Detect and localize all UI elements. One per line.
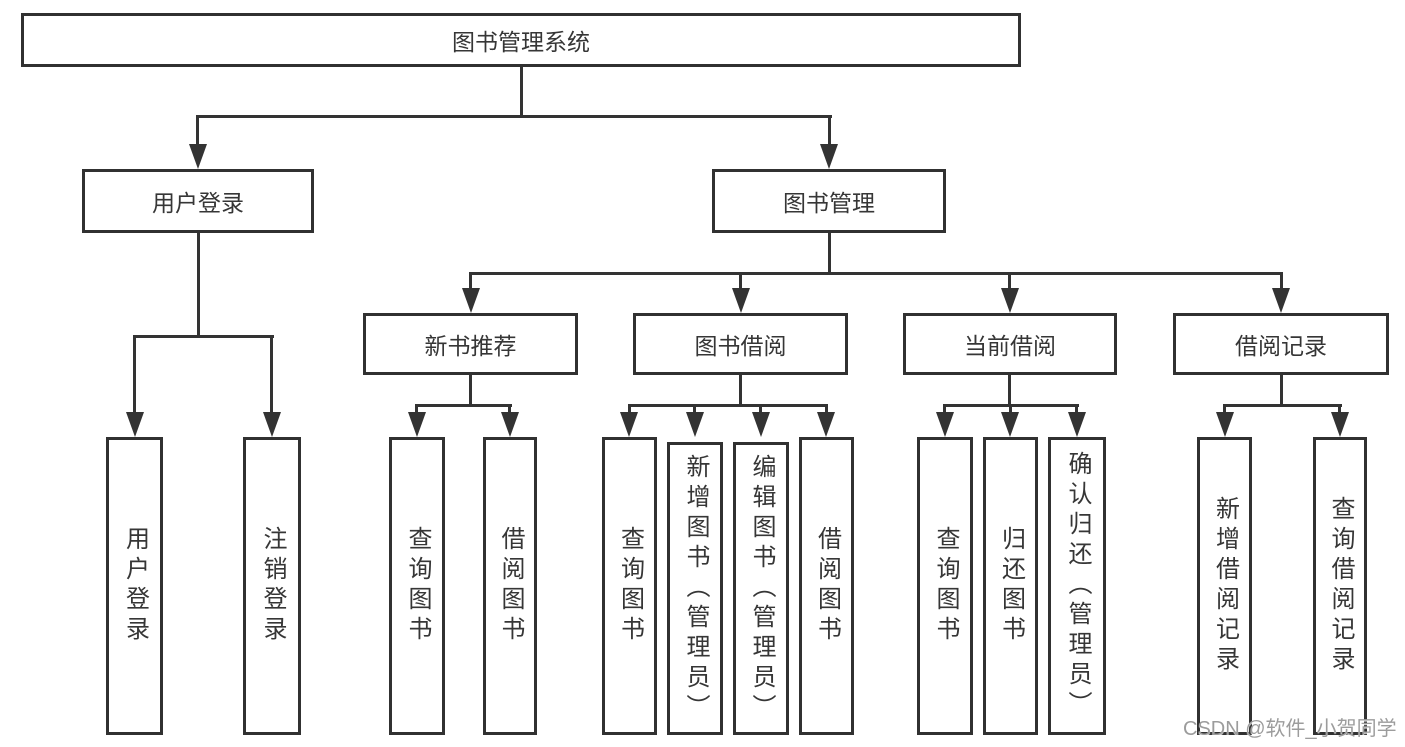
arrowhead-leaf-logout bbox=[263, 412, 281, 437]
edge-root-hline bbox=[196, 115, 832, 118]
edge-leaf-logout-drop bbox=[270, 335, 273, 414]
edge-borrow-record-hline bbox=[1223, 404, 1342, 407]
arrowhead-user-login bbox=[189, 144, 207, 169]
node-user-login: 用户登录 bbox=[82, 169, 314, 233]
edge-cb-confirm-drop bbox=[1075, 404, 1078, 414]
arrowhead-bb-query bbox=[620, 412, 638, 437]
edge-current-borrow-drop bbox=[1008, 272, 1011, 290]
csdn-watermark: CSDN @软件_小贺同学 bbox=[1183, 718, 1397, 740]
leaf-label: 查询图书 bbox=[616, 526, 644, 646]
arrowhead-leaf-login bbox=[126, 412, 144, 437]
leaf-bb-edit-books-admin: 编辑图书（管理员） bbox=[733, 442, 789, 735]
leaf-nb-borrow-books: 借阅图书 bbox=[483, 437, 537, 735]
edge-user-login-drop bbox=[196, 115, 199, 147]
edge-book-borrow-stem bbox=[739, 375, 742, 406]
edge-borrow-record-drop bbox=[1280, 272, 1283, 290]
edge-leaf-login-drop bbox=[133, 335, 136, 414]
arrowhead-cb-return bbox=[1001, 412, 1019, 437]
arrowhead-br-query bbox=[1331, 412, 1349, 437]
leaf-cb-confirm-return-admin: 确认归还（管理员） bbox=[1048, 437, 1106, 735]
leaf-br-add-record: 新增借阅记录 bbox=[1197, 437, 1252, 735]
arrowhead-bb-borrow bbox=[817, 412, 835, 437]
node-borrow-record: 借阅记录 bbox=[1173, 313, 1389, 375]
arrowhead-cb-confirm bbox=[1068, 412, 1086, 437]
edge-book-mgmt-drop bbox=[828, 115, 831, 147]
arrowhead-book-borrow bbox=[732, 288, 750, 313]
node-book-borrow: 图书借阅 bbox=[633, 313, 848, 375]
leaf-br-query-record: 查询借阅记录 bbox=[1313, 437, 1367, 735]
leaf-label: 确认归还（管理员） bbox=[1064, 451, 1091, 721]
leaf-label: 注销登录 bbox=[259, 526, 286, 646]
leaf-label: 查询借阅记录 bbox=[1327, 496, 1354, 676]
edge-book-borrow-drop bbox=[739, 272, 742, 290]
edge-bb-edit-drop bbox=[759, 404, 762, 414]
arrowhead-nb-query bbox=[408, 412, 426, 437]
leaf-label: 归还图书 bbox=[997, 526, 1025, 646]
leaf-bb-add-books-admin: 新增图书（管理员） bbox=[667, 442, 723, 735]
arrowhead-current-borrow bbox=[1001, 288, 1019, 313]
arrowhead-br-add bbox=[1216, 412, 1234, 437]
leaf-nb-query-books: 查询图书 bbox=[389, 437, 445, 735]
node-book-management: 图书管理 bbox=[712, 169, 946, 233]
arrowhead-nb-borrow bbox=[501, 412, 519, 437]
arrowhead-bb-add bbox=[686, 412, 704, 437]
leaf-label: 编辑图书（管理员） bbox=[748, 453, 775, 724]
arrowhead-bb-edit bbox=[752, 412, 770, 437]
edge-cb-return-drop bbox=[1009, 404, 1012, 414]
edge-nb-borrow-drop bbox=[508, 404, 511, 414]
leaf-label: 新增借阅记录 bbox=[1211, 496, 1239, 676]
edge-root-stem bbox=[520, 67, 523, 118]
leaf-label: 借阅图书 bbox=[813, 526, 841, 646]
leaf-cb-return-books: 归还图书 bbox=[983, 437, 1038, 735]
leaf-label: 借阅图书 bbox=[497, 526, 524, 646]
edge-new-book-hline bbox=[415, 404, 512, 407]
leaf-user-login: 用户登录 bbox=[106, 437, 163, 735]
node-root-system: 图书管理系统 bbox=[21, 13, 1021, 67]
edge-cb-query-drop bbox=[943, 404, 946, 414]
edge-current-borrow-stem bbox=[1008, 375, 1011, 406]
leaf-label: 查询图书 bbox=[932, 526, 959, 646]
arrowhead-cb-query bbox=[936, 412, 954, 437]
edge-book-mgmt-stem bbox=[828, 233, 831, 274]
arrowhead-borrow-record bbox=[1272, 288, 1290, 313]
edge-borrow-record-stem bbox=[1280, 375, 1283, 406]
edge-user-login-hline bbox=[133, 335, 274, 338]
leaf-bb-query-books: 查询图书 bbox=[602, 437, 657, 735]
arrowhead-new-book bbox=[462, 288, 480, 313]
edge-bb-query-drop bbox=[628, 404, 631, 414]
edge-bb-add-drop bbox=[693, 404, 696, 414]
edge-br-add-drop bbox=[1223, 404, 1226, 414]
edge-user-login-stem bbox=[197, 233, 200, 337]
leaf-label: 新增图书（管理员） bbox=[682, 453, 709, 724]
edge-book-mgmt-hline bbox=[469, 272, 1282, 275]
leaf-cb-query-books: 查询图书 bbox=[917, 437, 973, 735]
edge-br-query-drop bbox=[1338, 404, 1341, 414]
edge-nb-query-drop bbox=[415, 404, 418, 414]
edge-new-book-drop bbox=[469, 272, 472, 290]
edge-book-borrow-hline bbox=[628, 404, 828, 407]
leaf-logout: 注销登录 bbox=[243, 437, 301, 735]
arrowhead-book-mgmt bbox=[820, 144, 838, 169]
leaf-label: 用户登录 bbox=[121, 526, 149, 646]
edge-bb-borrow-drop bbox=[825, 404, 828, 414]
leaf-bb-borrow-books: 借阅图书 bbox=[799, 437, 854, 735]
node-new-book-recommend: 新书推荐 bbox=[363, 313, 578, 375]
leaf-label: 查询图书 bbox=[404, 526, 431, 646]
edge-new-book-stem bbox=[469, 375, 472, 406]
node-current-borrow: 当前借阅 bbox=[903, 313, 1117, 375]
